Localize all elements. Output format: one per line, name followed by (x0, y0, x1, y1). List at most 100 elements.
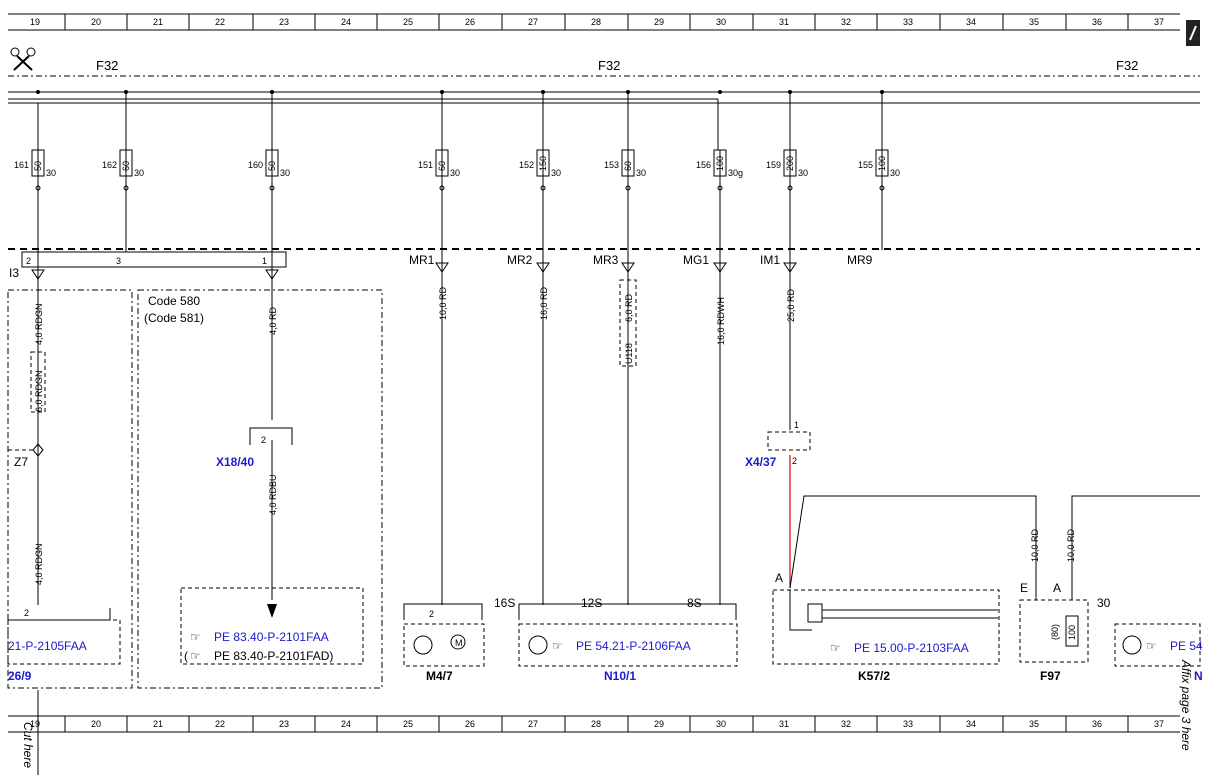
right-partial-label: N (1194, 669, 1203, 683)
x1840-label: X18/40 (216, 455, 254, 469)
grid-bot-number: 37 (1154, 719, 1164, 729)
ref-pe8340-fad[interactable]: PE 83.40-P-2101FAD) (214, 649, 333, 663)
grid-top-number: 23 (279, 17, 289, 27)
m47-connector (403, 603, 483, 620)
k572-box (772, 589, 1000, 665)
ref-left[interactable]: 21-P-2105FAA (8, 639, 87, 653)
k572-contact (789, 590, 812, 631)
x437-pin1: 1 (794, 420, 799, 430)
wire-4rd: 4,0 RD (268, 306, 278, 335)
ref-pe5421[interactable]: PE 54.21-P-2106FAA (576, 639, 691, 653)
affix-label: Affix page 3 here (1179, 659, 1193, 751)
wire-10rd: 10,0 RD (438, 286, 448, 320)
grid-top-number: 25 (403, 17, 413, 27)
grid-bot-number: 27 (528, 719, 538, 729)
grid-bot-number: 33 (903, 719, 913, 729)
grid-bot-number: 36 (1092, 719, 1102, 729)
connector-im1: IM1 (760, 253, 780, 267)
left-dashed-frame (7, 289, 133, 689)
fuse-number: 155 (858, 160, 873, 170)
transistor-icon-m47 (413, 635, 433, 655)
transistor-icon-right (1122, 635, 1142, 655)
hand-pointer-icon-3: ☞ (552, 639, 563, 653)
fuse-group: 5016130601623050160306015130150152306015… (14, 90, 900, 191)
x437-pin2: 2 (792, 456, 797, 466)
fuse-number: 161 (14, 160, 29, 170)
x1840-pin: 2 (261, 435, 266, 445)
i3-connector-box (21, 251, 287, 268)
grid-bot-number: 35 (1029, 719, 1039, 729)
grid-top-number: 20 (91, 17, 101, 27)
grid-bot-number: 21 (153, 719, 163, 729)
m47-pin: 2 (429, 609, 434, 619)
grid-top-number: 21 (153, 17, 163, 27)
grid-bot-number: 29 (654, 719, 664, 729)
code-580: Code 580 (148, 294, 200, 308)
grid-top-number: 33 (903, 17, 913, 27)
grid-top-number: 37 (1154, 17, 1164, 27)
pin-a-k572: A (775, 571, 783, 585)
grid-bot-number: 34 (966, 719, 976, 729)
connector-mr2: MR2 (507, 253, 533, 267)
pin-30: 30 (1097, 596, 1111, 610)
grid-top-number: 36 (1092, 17, 1102, 27)
grid-top-number: 30 (716, 17, 726, 27)
fuse-terminal: 30g (728, 168, 743, 178)
i3-pin-3: 3 (116, 256, 121, 266)
connector-mg1: MG1 (683, 253, 709, 267)
fuse-terminal: 30 (551, 168, 561, 178)
ref-right[interactable]: PE 54 (1170, 639, 1203, 653)
fuse-terminal: 30 (798, 168, 808, 178)
z7-splice-icon (32, 443, 44, 457)
fuse-number: 156 (696, 160, 711, 170)
pin-a-f97: A (1053, 581, 1061, 595)
x437-label: X4/37 (745, 455, 777, 469)
code-580-frame (137, 289, 383, 689)
wire-6rd: 6,0 RD (624, 293, 634, 322)
f97-feed (1071, 495, 1200, 600)
fuse-terminal: 30 (890, 168, 900, 178)
f97-fuse-icon (1065, 615, 1079, 647)
m47-box (403, 623, 485, 667)
pin-e: E (1020, 581, 1028, 595)
motor-icon (450, 634, 466, 650)
wire-6rdgn-sleeve (30, 351, 46, 413)
bus-label-left: F32 (96, 58, 118, 73)
grid-bot-number: 26 (465, 719, 475, 729)
i3-label: I3 (9, 266, 19, 280)
grid-bot-number: 28 (591, 719, 601, 729)
pin-12s: 12S (581, 596, 602, 610)
cut-here-label: Cut here (21, 722, 35, 768)
hand-pointer-icon-4: ☞ (830, 641, 841, 655)
ref-pe1500[interactable]: PE 15.00-P-2103FAA (854, 641, 969, 655)
k572-feed (789, 495, 1037, 600)
grid-bot-number: 23 (279, 719, 289, 729)
wire-16rdwh: 16,0 RDWH (716, 297, 726, 345)
fuse-number: 151 (418, 160, 433, 170)
wire-labels: 4,0 RDGN 6,0 RDGN 4,0 RDGN 4,0 RD 4,0 RD… (30, 279, 1076, 585)
ref-pe8340-fae[interactable]: PE 83.40-P-2101FAA (214, 630, 329, 644)
hand-pointer-icon-1: ☞ (190, 630, 201, 644)
grid-top-number: 31 (779, 17, 789, 27)
transistor-icon-n101 (528, 635, 548, 655)
bottom-grid-bar (8, 715, 1180, 733)
connector-mr1: MR1 (409, 253, 435, 267)
x1840-connector (249, 427, 293, 445)
fuse-terminal: 30 (280, 168, 290, 178)
fuse-number: 162 (102, 160, 117, 170)
left-pin: 2 (24, 608, 29, 618)
vertical-wires (37, 92, 883, 605)
bus-label-right: F32 (1116, 58, 1138, 73)
n101-label: N10/1 (604, 669, 636, 683)
grid-top-number: 26 (465, 17, 475, 27)
grid-bot-number: 25 (403, 719, 413, 729)
